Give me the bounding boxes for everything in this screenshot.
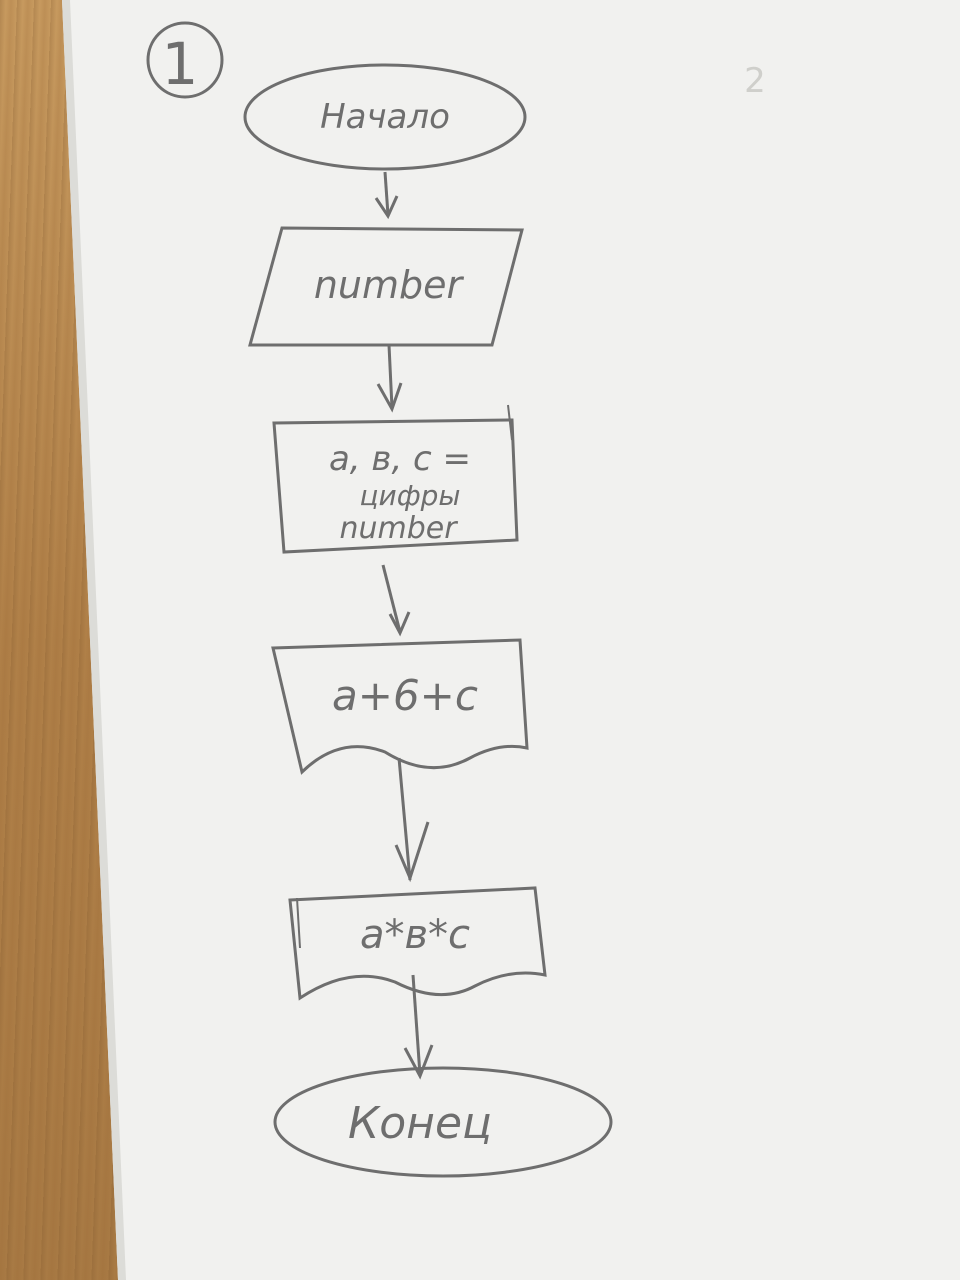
wooden-table-background bbox=[0, 0, 960, 1280]
